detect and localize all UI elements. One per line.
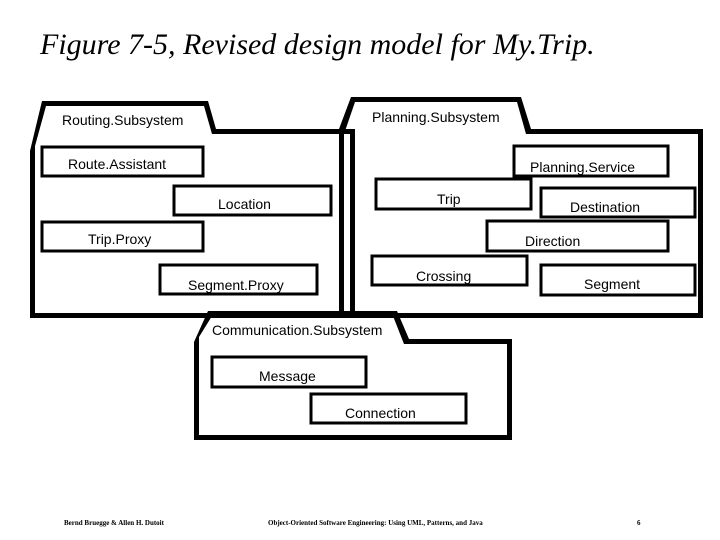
route-assistant-class: [40, 145, 205, 178]
footer-book-title: Object-Oriented Software Engineering: Us…: [268, 519, 483, 527]
footer-page-number: 6: [637, 519, 641, 527]
direction-label: Direction: [525, 233, 581, 249]
destination-class: [539, 186, 697, 219]
trip-label: Trip: [437, 191, 461, 207]
trip-proxy-label: Trip.Proxy: [88, 231, 152, 247]
communication-subsystem-label: Communication.Subsystem: [212, 322, 383, 338]
location-label: Location: [218, 196, 271, 212]
planning-service-class: [512, 144, 670, 178]
trip-proxy-class: [40, 220, 205, 253]
direction-class: [485, 219, 670, 253]
destination-label: Destination: [570, 199, 641, 215]
segment-proxy-label: Segment.Proxy: [188, 277, 284, 293]
connection-label: Connection: [345, 405, 416, 421]
crossing-label: Crossing: [416, 268, 472, 284]
crossing-class: [370, 254, 529, 287]
message-class: [210, 355, 368, 389]
planning-service-label: Planning.Service: [530, 159, 636, 175]
trip-class: [374, 177, 533, 211]
connection-class: [309, 392, 468, 425]
segment-class: [539, 263, 697, 297]
segment-proxy-class: [158, 263, 319, 296]
planning-subsystem-label: Planning.Subsystem: [372, 109, 500, 125]
communication-subsystem-package: [194, 311, 512, 440]
message-label: Message: [259, 368, 316, 384]
footer-authors: Bernd Bruegge & Allen H. Dutoit: [64, 519, 164, 527]
routing-subsystem-label: Routing.Subsystem: [62, 112, 184, 128]
figure-title: Figure 7-5, Revised design model for My.…: [40, 28, 595, 61]
route-assistant-label: Route.Assistant: [68, 156, 167, 172]
location-class: [172, 184, 333, 217]
segment-label: Segment: [584, 276, 641, 292]
